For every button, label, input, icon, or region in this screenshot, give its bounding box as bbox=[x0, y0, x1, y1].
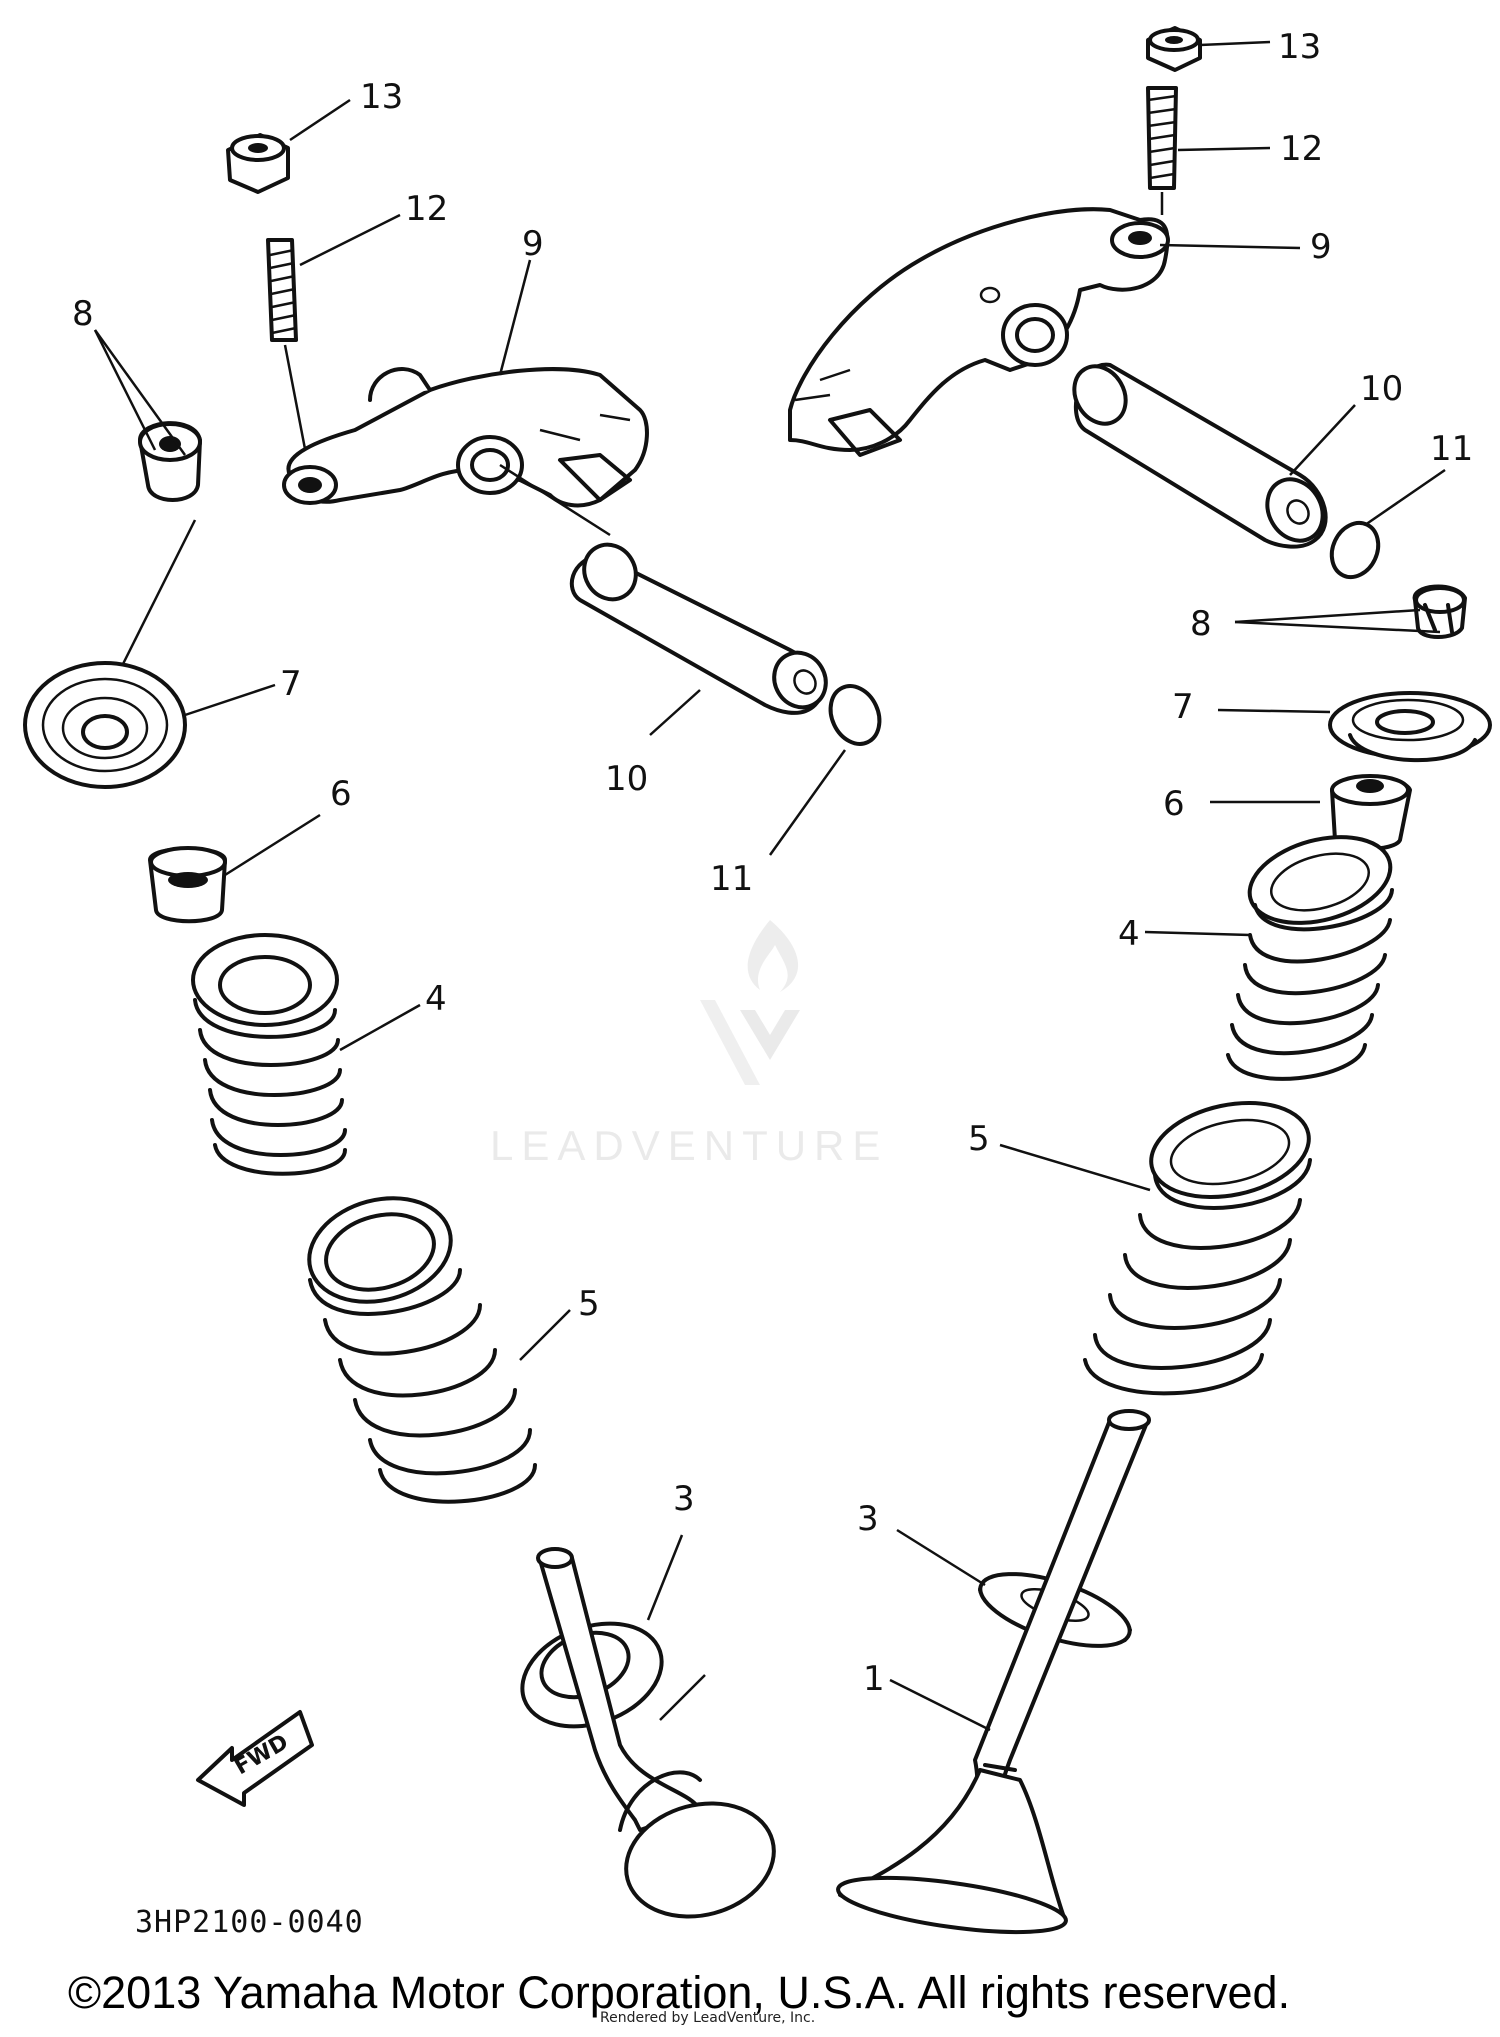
callout-11-right: 11 bbox=[1430, 429, 1473, 469]
part-8-collet-left bbox=[138, 421, 202, 502]
part-9-rocker-arm-right bbox=[788, 207, 1170, 457]
callout-10-right: 10 bbox=[1360, 369, 1403, 409]
callout-8-right: 8 bbox=[1190, 604, 1212, 644]
part-6-stem-seal-left bbox=[148, 846, 227, 924]
part-4-inner-spring-left bbox=[191, 933, 347, 1176]
callout-6-left: 6 bbox=[330, 774, 352, 814]
callout-1-right: 1 bbox=[863, 1659, 885, 1699]
callout-7-right: 7 bbox=[1172, 687, 1194, 727]
callout-12-right: 12 bbox=[1280, 129, 1323, 169]
copyright-notice: ©2013 Yamaha Motor Corporation, U.S.A. A… bbox=[68, 1967, 1290, 2018]
part-7-retainer-right bbox=[1328, 691, 1492, 763]
part-4-inner-spring-right bbox=[1226, 835, 1394, 1081]
callout-5-right: 5 bbox=[968, 1119, 990, 1159]
part-5-outer-spring-left bbox=[307, 1196, 537, 1504]
callout-12-left: 12 bbox=[405, 189, 448, 229]
part-13-nut-left bbox=[226, 133, 290, 194]
part-11-oring-left bbox=[828, 684, 882, 746]
callout-10-left: 10 bbox=[605, 759, 648, 799]
callout-7-left: 7 bbox=[280, 664, 302, 704]
callout-4-right: 4 bbox=[1118, 914, 1140, 954]
callout-3-left: 3 bbox=[673, 1479, 695, 1519]
part-13-nut-right bbox=[1146, 26, 1202, 72]
fwd-direction-arrow: FWD bbox=[196, 1710, 314, 1807]
part-12-stud-right bbox=[1146, 86, 1178, 190]
part-10-shaft-right bbox=[1072, 362, 1328, 549]
part-6-stem-seal-right bbox=[1330, 774, 1412, 851]
callout-4-left: 4 bbox=[425, 979, 447, 1019]
watermark-text: LEADVENTURE bbox=[490, 1122, 888, 1169]
part-12-stud-left bbox=[266, 238, 298, 342]
callout-13-left: 13 bbox=[360, 77, 403, 117]
part-1-valve-right bbox=[836, 1409, 1151, 1935]
callout-9-right: 9 bbox=[1310, 227, 1332, 267]
callout-11-left: 11 bbox=[710, 859, 753, 899]
callout-8-left: 8 bbox=[72, 294, 94, 334]
part-5-outer-spring-right bbox=[1083, 1100, 1312, 1396]
callout-3-right: 3 bbox=[857, 1499, 879, 1539]
part-9-rocker-arm-left bbox=[282, 367, 649, 508]
callout-5-left: 5 bbox=[578, 1284, 600, 1324]
rendered-by-note: Rendered by LeadVenture, Inc. bbox=[600, 2010, 815, 2026]
callout-9-left: 9 bbox=[522, 224, 544, 264]
part-7-retainer-left bbox=[23, 661, 187, 789]
part-10-shaft-left bbox=[569, 542, 828, 715]
leadventure-watermark: LEADVENTURE bbox=[490, 920, 888, 1169]
callout-6-right: 6 bbox=[1163, 784, 1185, 824]
part-8-collet-right bbox=[1412, 584, 1467, 639]
part-11-oring-right bbox=[1329, 520, 1381, 580]
callout-13-right: 13 bbox=[1278, 27, 1321, 67]
part-2-valve-left bbox=[536, 1547, 776, 1919]
drawing-code: 3HP2100-0040 bbox=[135, 1905, 364, 1940]
